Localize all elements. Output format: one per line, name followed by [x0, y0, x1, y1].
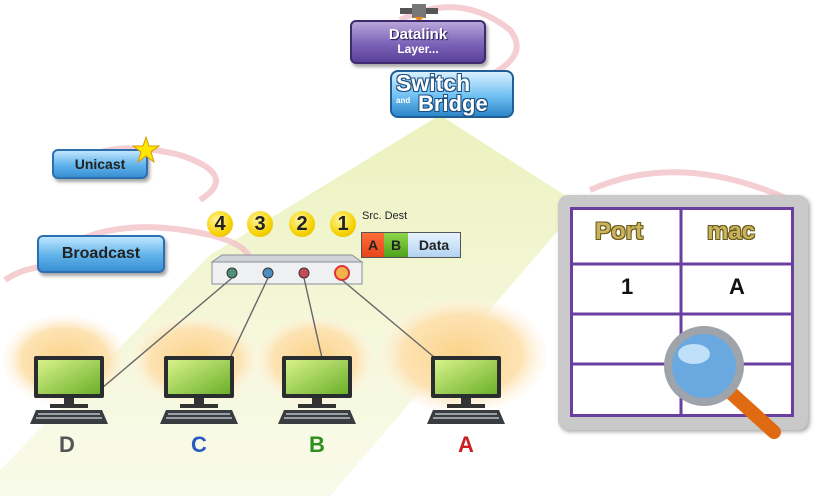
- computer-icon: [278, 356, 356, 424]
- mac-table-card: Port mac 1 A: [558, 195, 808, 430]
- layer-label: Layer...: [397, 42, 439, 56]
- bridge-word: Bridge: [418, 91, 488, 116]
- connector-icon: [400, 4, 438, 22]
- frame-dest: B: [384, 233, 408, 257]
- and-word: and: [396, 96, 411, 105]
- table-cell-port: 1: [621, 274, 634, 299]
- column-header-mac: mac: [707, 218, 756, 245]
- cables: [101, 277, 441, 389]
- port-number-4: 4: [207, 211, 233, 237]
- port-number-3: 3: [247, 211, 273, 237]
- port-number-2: 2: [289, 211, 315, 237]
- star-icon: [132, 136, 160, 164]
- node-label-a: A: [458, 432, 474, 457]
- frame-data: Data: [408, 233, 460, 257]
- table-grid: [573, 210, 791, 414]
- node-label-b: B: [309, 432, 325, 457]
- unicast-button[interactable]: Unicast: [52, 149, 148, 179]
- datalink-label: Datalink: [388, 26, 448, 43]
- computer-icon: [427, 356, 505, 424]
- node-label-c: C: [191, 432, 207, 457]
- src-dest-label: Src. Dest: [362, 210, 408, 222]
- column-header-port: Port: [595, 218, 643, 245]
- beam-shape: [0, 115, 580, 496]
- frame-src: A: [362, 233, 384, 257]
- switch-device-icon: [210, 254, 364, 285]
- ethernet-frame: A B Data: [361, 232, 461, 258]
- datalink-layer-badge: Datalink Layer...: [350, 20, 486, 64]
- computer-icon: [30, 356, 108, 424]
- switch-bridge-title: Switch and Bridge: [390, 70, 514, 118]
- broadcast-button[interactable]: Broadcast: [37, 235, 165, 273]
- halo-a: [377, 297, 547, 413]
- table-cell-mac: A: [729, 274, 745, 299]
- computer-icon: [160, 356, 238, 424]
- node-label-d: D: [59, 432, 75, 457]
- switch-word: Switch: [396, 70, 471, 96]
- magnifier-icon: [664, 326, 781, 439]
- port-number-1: 1: [330, 211, 356, 237]
